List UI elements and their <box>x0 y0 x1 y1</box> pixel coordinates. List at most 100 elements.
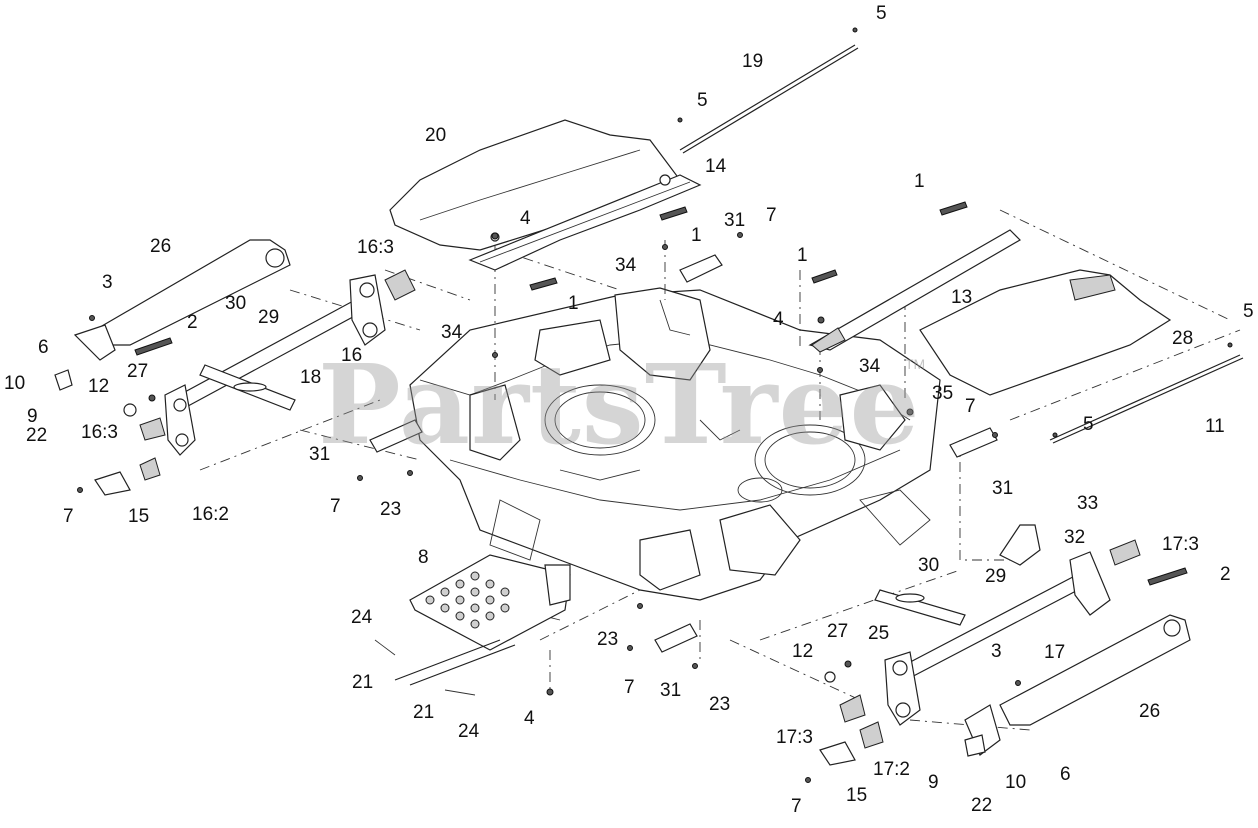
part-27-nut-right <box>844 660 852 668</box>
callout-5: 5 <box>697 90 708 111</box>
callout-12: 12 <box>88 376 110 397</box>
callout-20: 20 <box>425 125 447 146</box>
part-1-spring-b <box>659 206 688 221</box>
part-26-bracket-left <box>73 239 291 361</box>
part-31-pin-d <box>654 623 698 653</box>
callout-5: 5 <box>1083 414 1094 435</box>
callout-26: 26 <box>1139 701 1161 722</box>
callout-14: 14 <box>705 156 727 177</box>
callout-16-3: 16:3 <box>81 422 118 443</box>
callout-31: 31 <box>992 478 1014 499</box>
callout-7: 7 <box>791 796 802 817</box>
part-31-pin-a <box>679 254 723 283</box>
part-14-plate <box>468 174 702 271</box>
callout-4: 4 <box>520 208 531 229</box>
part-19-rod <box>679 44 856 151</box>
callout-30: 30 <box>225 293 247 314</box>
watermark: PartsTree <box>318 340 921 469</box>
part-16-2-bushing <box>139 457 161 481</box>
callout-17: 17 <box>1044 642 1066 663</box>
callout-4: 4 <box>773 309 784 330</box>
callout-17-2: 17:2 <box>873 759 910 780</box>
callout-2: 2 <box>1220 564 1231 585</box>
callout-9: 9 <box>27 406 38 427</box>
callout-25: 25 <box>868 623 890 644</box>
callout-6: 6 <box>38 337 49 358</box>
callout-23: 23 <box>709 694 731 715</box>
part-1-spring-a <box>529 277 558 291</box>
callout-34: 34 <box>441 322 463 343</box>
callout-10: 10 <box>4 373 26 394</box>
callout-35: 35 <box>932 383 954 404</box>
part-21-rods <box>394 639 516 686</box>
callout-4: 4 <box>524 708 535 729</box>
part-16-3-bushing-top <box>384 269 416 301</box>
callout-26: 26 <box>150 236 172 257</box>
part-27-nut-left <box>148 394 156 402</box>
part-16-shaft-left <box>164 274 386 456</box>
part-17-3-bushing-top <box>1109 539 1141 566</box>
callout-22: 22 <box>26 425 48 446</box>
part-10-knob-right <box>964 734 986 757</box>
callout-9: 9 <box>928 772 939 793</box>
callout-24: 24 <box>351 607 373 628</box>
callout-27: 27 <box>827 621 849 642</box>
callout-29: 29 <box>258 307 280 328</box>
callout-13: 13 <box>951 287 973 308</box>
callout-16-3: 16:3 <box>357 237 394 258</box>
callout-34: 34 <box>859 356 881 377</box>
part-16-3-bushing-left <box>139 417 166 441</box>
callout-1: 1 <box>797 245 808 266</box>
callout-31: 31 <box>660 680 682 701</box>
callout-27: 27 <box>127 361 149 382</box>
part-13-plate <box>808 229 1021 353</box>
part-32-bracket <box>999 524 1041 566</box>
callout-1: 1 <box>691 225 702 246</box>
callout-33: 33 <box>1077 493 1099 514</box>
callout-10: 10 <box>1005 772 1027 793</box>
callout-23: 23 <box>380 499 402 520</box>
callout-5: 5 <box>876 3 887 24</box>
callout-16: 16 <box>341 345 363 366</box>
callout-1: 1 <box>568 293 579 314</box>
callout-7: 7 <box>766 205 777 226</box>
part-12-washer-right <box>824 671 836 683</box>
part-31-pin-c <box>949 427 998 458</box>
part-26-bracket-right <box>964 614 1191 756</box>
callout-32: 32 <box>1064 527 1086 548</box>
callout-17-3: 17:3 <box>1162 534 1199 555</box>
part-28-shield <box>919 269 1172 396</box>
part-1-spring-c <box>939 201 968 216</box>
callout-29: 29 <box>985 566 1007 587</box>
callout-21: 21 <box>413 702 435 723</box>
part-2-spring-left <box>134 337 173 356</box>
callout-17-3: 17:3 <box>776 727 813 748</box>
part-31-pin-b <box>369 419 423 453</box>
callout-28: 28 <box>1172 328 1194 349</box>
part-8-plate <box>409 554 571 651</box>
part-12-washer-left <box>123 403 137 417</box>
callout-31: 31 <box>309 444 331 465</box>
part-11-rod <box>1049 354 1241 441</box>
callout-30: 30 <box>918 555 940 576</box>
callout-1: 1 <box>914 171 925 192</box>
callout-8: 8 <box>418 547 429 568</box>
callout-34: 34 <box>615 255 637 276</box>
callout-7: 7 <box>624 677 635 698</box>
callout-3: 3 <box>102 272 113 293</box>
callout-23: 23 <box>597 629 619 650</box>
callout-2: 2 <box>187 312 198 333</box>
part-15-bracket-right <box>819 741 856 766</box>
callout-6: 6 <box>1060 764 1071 785</box>
part-2-spring-right <box>1147 567 1188 586</box>
callout-31: 31 <box>724 210 746 231</box>
callout-3: 3 <box>991 641 1002 662</box>
part-15-bracket-left <box>94 471 131 496</box>
hardware <box>77 27 1233 783</box>
callout-15: 15 <box>128 506 150 527</box>
deck-frame <box>409 287 941 601</box>
watermark-trademark: TM <box>905 356 926 372</box>
callout-15: 15 <box>846 785 868 806</box>
